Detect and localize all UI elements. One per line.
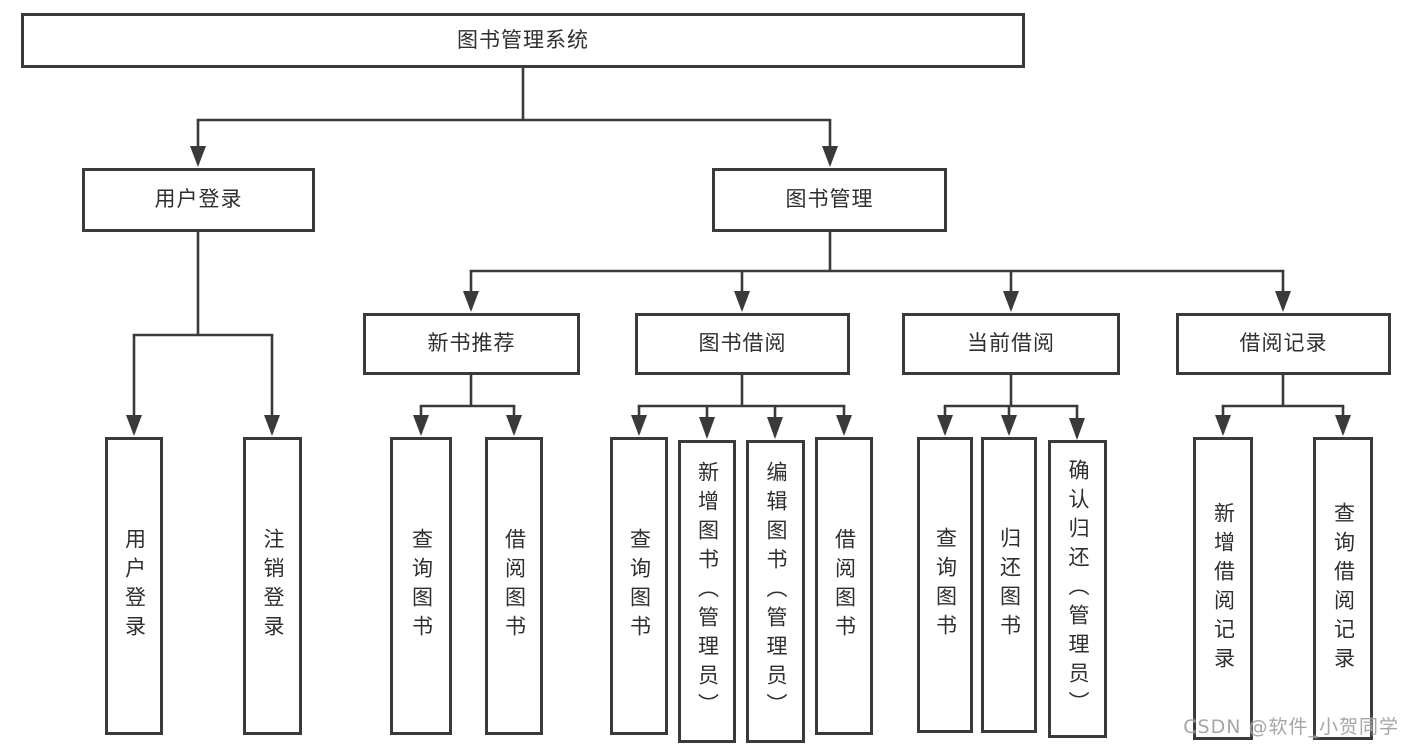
leaf-user-login: 用户登录 bbox=[105, 437, 163, 735]
leaf-borrow-books-recommend: 借阅图书 bbox=[485, 437, 543, 735]
node-borrow-records: 借阅记录 bbox=[1176, 313, 1391, 375]
leaf-add-book-admin: 新增图书（管理员） bbox=[678, 440, 736, 743]
node-current-borrow: 当前借阅 bbox=[902, 313, 1120, 375]
node-new-book-recommend: 新书推荐 bbox=[363, 313, 580, 375]
leaf-query-books-current: 查询图书 bbox=[917, 437, 973, 733]
leaf-query-books-borrow: 查询图书 bbox=[610, 437, 668, 735]
watermark: CSDN @软件_小贺同学 bbox=[1183, 716, 1399, 738]
node-user-login: 用户登录 bbox=[82, 168, 315, 232]
node-root: 图书管理系统 bbox=[21, 13, 1025, 68]
leaf-query-borrow-record: 查询借阅记录 bbox=[1313, 437, 1373, 740]
leaf-query-books-recommend: 查询图书 bbox=[390, 437, 452, 735]
node-book-management: 图书管理 bbox=[712, 168, 947, 232]
leaf-borrow-books: 借阅图书 bbox=[815, 437, 873, 735]
leaf-confirm-return-admin: 确认归还（管理员） bbox=[1048, 440, 1107, 738]
leaf-edit-book-admin: 编辑图书（管理员） bbox=[746, 440, 805, 743]
leaf-add-borrow-record: 新增借阅记录 bbox=[1193, 437, 1253, 740]
node-book-borrow: 图书借阅 bbox=[635, 313, 850, 375]
leaf-logout: 注销登录 bbox=[243, 437, 302, 735]
leaf-return-book: 归还图书 bbox=[981, 437, 1037, 733]
